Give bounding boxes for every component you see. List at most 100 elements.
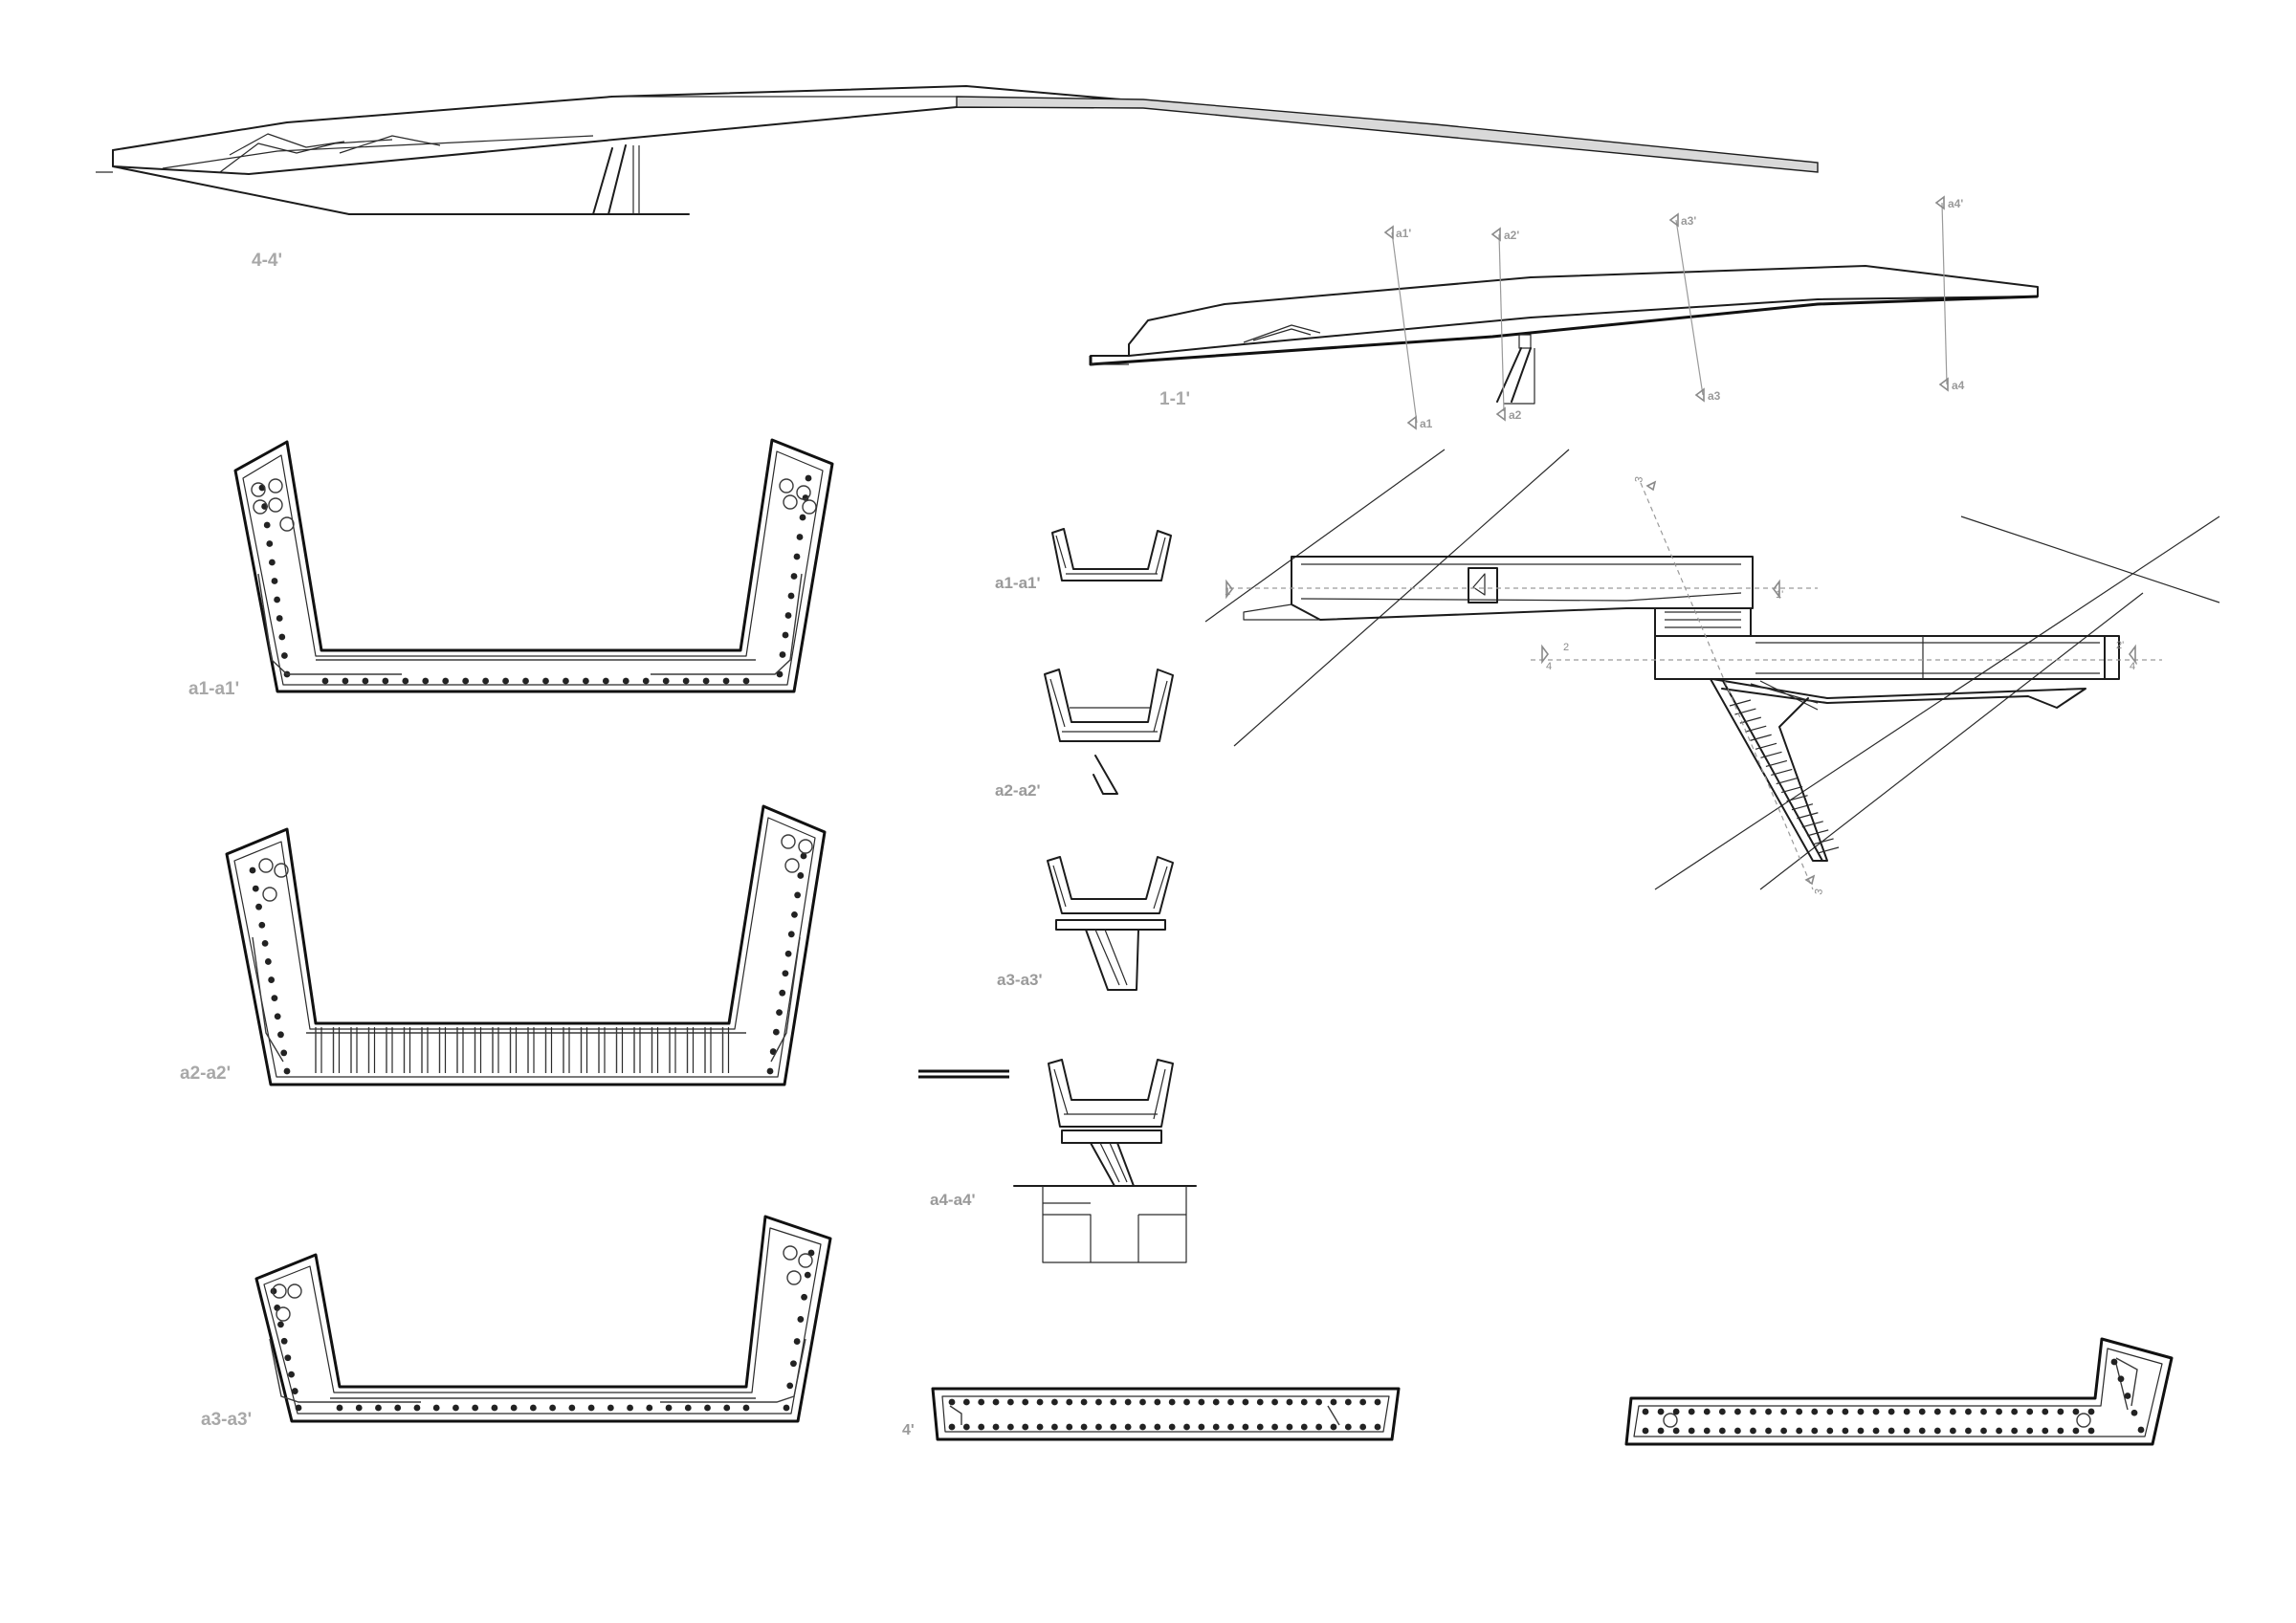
duct-ring <box>253 499 268 515</box>
rebar-dot <box>1703 1408 1711 1415</box>
rebar-dot <box>2026 1408 2034 1415</box>
duct-ring <box>258 858 274 873</box>
stair-tread <box>1791 803 1814 811</box>
rebar-dot <box>779 989 786 997</box>
rebar-dot <box>772 1028 780 1036</box>
rebar-dot <box>1642 1427 1649 1435</box>
rebar-dot <box>662 677 670 685</box>
section-stepped-slab <box>1624 1337 2174 1446</box>
rebar-a2 <box>249 834 813 1075</box>
rebar-dot <box>992 1398 1000 1406</box>
rebar-dot <box>2026 1427 2034 1435</box>
rebar-dot <box>402 677 409 685</box>
rebar-dot <box>482 677 490 685</box>
duct-ring <box>276 1306 291 1322</box>
rebar-dot <box>1933 1427 1941 1435</box>
stair-tread <box>1765 759 1788 767</box>
rebar-dot <box>787 931 795 938</box>
rebar-dot <box>742 677 750 685</box>
rebar-dot <box>2011 1427 2019 1435</box>
rebar-dot <box>800 852 807 860</box>
rebar-dot <box>1949 1427 1956 1435</box>
elevation-4-4: 4-4' <box>96 85 1819 271</box>
rebar-dot <box>665 1404 673 1412</box>
rebar-dot <box>1672 1427 1680 1435</box>
rebar-dot <box>948 1423 956 1431</box>
rebar-dot <box>336 1404 343 1412</box>
rebar-dot <box>1933 1408 1941 1415</box>
rebar-dot <box>1949 1408 1956 1415</box>
rebar-dot <box>1734 1427 1741 1435</box>
rebar-dot <box>790 573 798 580</box>
duct-ring <box>268 478 283 493</box>
stair-tread <box>1729 699 1752 707</box>
rebar-dot <box>607 1404 614 1412</box>
rebar-dot <box>1271 1398 1278 1406</box>
stair-tread <box>1780 786 1803 794</box>
rebar-dot <box>1286 1423 1293 1431</box>
rebar-dot <box>510 1404 518 1412</box>
rebar-dot <box>1066 1423 1073 1431</box>
duct-ring <box>251 482 266 497</box>
rebar-dot <box>776 670 784 678</box>
cut-marker-a1-bottom: a1 <box>1420 417 1433 430</box>
rebar-dot <box>784 950 792 957</box>
rebar-dot <box>1227 1398 1234 1406</box>
rebar-dot <box>283 1067 291 1075</box>
rebar-dot <box>413 1404 421 1412</box>
rebar-dot <box>1996 1427 2002 1435</box>
rebar-dot <box>704 1404 711 1412</box>
rebar-dot <box>1672 1408 1680 1415</box>
duct-ring <box>783 1245 798 1261</box>
cut-marker-a4-bottom: a4 <box>1952 379 1965 392</box>
rebar-dot <box>804 1271 811 1279</box>
rebar-dot <box>1139 1398 1146 1406</box>
rebar-dot <box>295 1404 302 1412</box>
plan-marker-1-left: 1 <box>1225 586 1230 598</box>
rebar-dot <box>1036 1398 1044 1406</box>
rebar-dot <box>568 1404 576 1412</box>
rebar-dot <box>793 1338 801 1345</box>
rebar-dot <box>1051 1398 1058 1406</box>
rebar-dot <box>1183 1423 1190 1431</box>
rebar-dot <box>1344 1423 1352 1431</box>
rebar-dot <box>1734 1408 1741 1415</box>
rebar-dot <box>793 553 801 560</box>
duct-ring <box>268 497 283 513</box>
rebar-dot <box>722 677 730 685</box>
rebar-dot <box>422 677 430 685</box>
rebar-dot <box>1826 1408 1834 1415</box>
stair-tread <box>1807 829 1829 837</box>
rebar-dot <box>382 677 389 685</box>
rebar-dot <box>1227 1423 1234 1431</box>
rebar-dot <box>1242 1423 1249 1431</box>
rebar-dot <box>1022 1398 1029 1406</box>
stair-tread <box>1739 716 1761 724</box>
duct-ring <box>783 494 798 510</box>
rebar-dot <box>280 1049 288 1057</box>
rebar-dot <box>1374 1423 1381 1431</box>
rebar-dot <box>2072 1408 2080 1415</box>
rebar-dot <box>529 1404 537 1412</box>
section-a3-small: a3-a3' <box>997 856 1174 991</box>
rebar-dot <box>274 1013 281 1020</box>
rebar-dot <box>2124 1393 2131 1399</box>
duct-ring <box>798 1253 813 1268</box>
rebar-dot <box>342 677 349 685</box>
cut-marker-a2-bottom: a2 <box>1509 408 1522 422</box>
duct-ring <box>287 1283 302 1299</box>
cut-marker-a1-top: a1' <box>1396 227 1411 240</box>
rebar-dot <box>1139 1423 1146 1431</box>
rebar-dot <box>2130 1409 2138 1416</box>
rebar-dot <box>249 866 256 874</box>
stair-tread <box>1801 821 1823 828</box>
cut-marker-a3-top: a3' <box>1681 214 1696 228</box>
section-a2-small: a2-a2' <box>995 669 1174 800</box>
rebar-dot <box>472 1404 479 1412</box>
rebar-dot <box>1996 1408 2002 1415</box>
duct-ring <box>784 858 800 873</box>
rebar-dot <box>1242 1398 1249 1406</box>
rebar-dot <box>791 910 798 918</box>
section-4-slab-label: 4' <box>902 1422 915 1438</box>
rebar-dot <box>1374 1398 1381 1406</box>
